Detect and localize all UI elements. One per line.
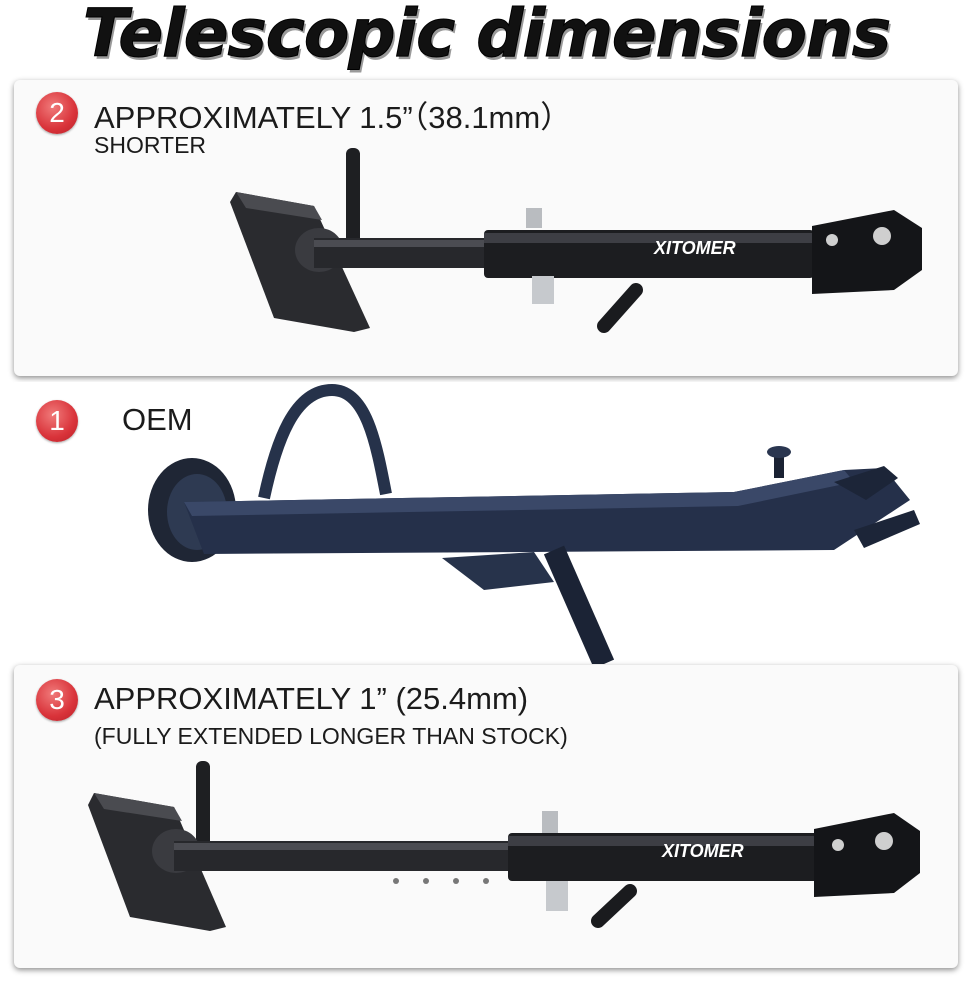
panel-longer: 3 APPROXIMATELY 1” (25.4mm) (FULLY EXTEN… — [14, 665, 958, 968]
panel-heading-longer: APPROXIMATELY 1” (25.4mm) — [94, 681, 529, 716]
page-title: Telescopic dimensions — [82, 0, 891, 72]
step-badge-2: 2 — [36, 92, 78, 134]
panel-subheading-shorter: SHORTER — [94, 132, 207, 158]
panel-oem: 1 OEM — [14, 382, 958, 664]
panel-subheading-longer: (FULLY EXTENDED LONGER THAN STOCK) — [94, 723, 568, 749]
kickstand-shorter-illustration — [230, 148, 922, 333]
step-badge-1: 1 — [36, 400, 78, 442]
brand-logo-longer: XITOMER — [662, 841, 744, 861]
step-badge-3: 3 — [36, 679, 78, 721]
kickstand-longer-illustration — [88, 761, 920, 931]
panel-shorter: 2 APPROXIMATELY 1.5”（38.1mm） SHORTER XIT… — [14, 80, 958, 376]
kickstand-oem-illustration — [148, 383, 920, 664]
brand-logo-shorter: XITOMER — [654, 238, 736, 258]
panel-heading-shorter: APPROXIMATELY 1.5”（38.1mm） — [94, 100, 572, 135]
panel-heading-oem: OEM — [122, 402, 193, 437]
